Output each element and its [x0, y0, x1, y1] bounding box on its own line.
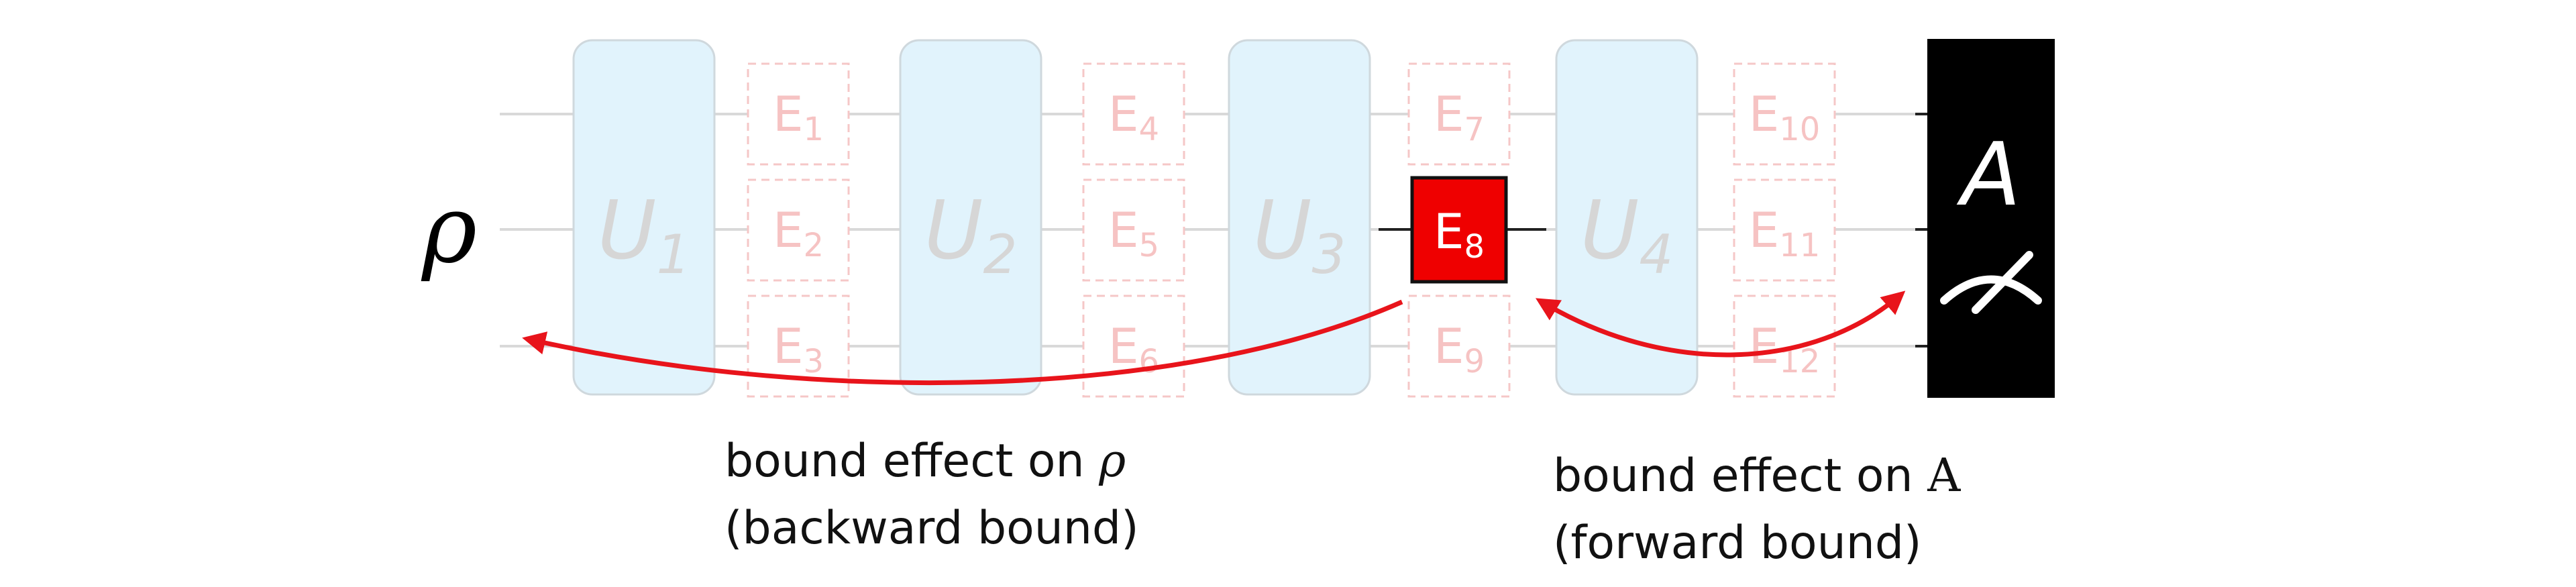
active-error-gate-label: E: [1434, 203, 1464, 260]
error-gate-1: E1: [747, 62, 850, 166]
svg-text:bound effect on ρ: bound effect on ρ: [724, 435, 1126, 488]
backward-caption-line2: (backward bound): [724, 502, 1139, 555]
svg-text:E12: E12: [1749, 318, 1821, 380]
error-gate-label: E: [1749, 318, 1780, 374]
svg-text:bound effect on A: bound effect on A: [1553, 449, 1961, 502]
error-gate-label: E: [1749, 86, 1780, 142]
error-gate-4: E4: [1082, 62, 1185, 166]
error-gate-label: E: [773, 86, 804, 142]
forward-caption-prefix: bound effect on: [1553, 449, 1927, 502]
error-gate-label: E: [1108, 318, 1139, 374]
meter-icon: [1940, 251, 2042, 314]
error-gate-label: E: [1108, 86, 1139, 142]
error-gate-9: E9: [1407, 295, 1511, 398]
forward-caption: bound effect on A (forward bound): [1553, 449, 1961, 570]
error-gate-label: E: [1749, 202, 1780, 258]
svg-text:E10: E10: [1749, 86, 1821, 148]
unitary-gate-sub: 4: [1639, 223, 1673, 286]
svg-text:U1: U1: [598, 184, 691, 286]
unitary-gate-sub: 1: [656, 223, 690, 286]
error-gate-10: E10: [1733, 62, 1836, 166]
active-error-gate-sub: 8: [1464, 228, 1485, 266]
error-gate-label: E: [1434, 318, 1464, 374]
svg-text:E1: E1: [773, 86, 824, 148]
error-gate-6: E6: [1082, 295, 1185, 398]
error-gate-sub: 3: [803, 343, 824, 380]
error-gate-7: E7: [1407, 62, 1511, 166]
svg-text:E6: E6: [1108, 318, 1159, 380]
forward-caption-symbol: A: [1927, 449, 1961, 502]
forward-bound-arrow: [1536, 290, 1906, 358]
svg-text:E2: E2: [773, 202, 824, 264]
unitary-gate-sub: 3: [1311, 223, 1346, 286]
svg-text:E11: E11: [1749, 202, 1821, 264]
error-gate-label: E: [1434, 86, 1464, 142]
backward-bound-arrow: [522, 299, 1403, 386]
error-gate-sub: 6: [1138, 343, 1159, 380]
error-gate-sub: 9: [1464, 343, 1485, 380]
svg-text:E3: E3: [773, 318, 824, 380]
measurement-block: A: [1927, 39, 2055, 398]
unitary-gate-label: U: [1253, 184, 1312, 278]
error-gate-sub: 11: [1779, 227, 1820, 264]
svg-text:E4: E4: [1108, 86, 1159, 148]
svg-text:E8: E8: [1434, 203, 1485, 266]
error-gate-sub: 5: [1138, 227, 1159, 264]
backward-caption-prefix: bound effect on: [724, 435, 1099, 488]
error-gate-2: E2: [747, 178, 850, 282]
unitary-gate-3: U3: [1228, 39, 1371, 396]
error-gate-sub: 4: [1138, 111, 1159, 148]
unitary-gate-label: U: [598, 184, 657, 278]
error-gate-sub: 1: [803, 111, 824, 148]
unitary-gate-label: U: [924, 184, 983, 278]
svg-text:E9: E9: [1434, 318, 1485, 380]
unitary-gate-sub: 2: [983, 223, 1017, 286]
unitary-gate-2: U2: [899, 39, 1042, 396]
backward-caption: bound effect on ρ (backward bound): [724, 435, 1139, 555]
error-gate-12: E12: [1733, 295, 1836, 398]
svg-text:U2: U2: [924, 184, 1018, 286]
error-gate-sub: 2: [803, 227, 824, 264]
error-gate-11: E11: [1733, 178, 1836, 282]
active-error-gate: E8: [1410, 176, 1508, 284]
error-gate-label: E: [773, 318, 804, 374]
input-state-label: ρ: [421, 175, 477, 284]
svg-text:U3: U3: [1253, 184, 1346, 286]
backward-caption-symbol: ρ: [1098, 435, 1126, 488]
unitary-gate-1: U1: [572, 39, 716, 396]
forward-caption-line2: (forward bound): [1553, 517, 1922, 570]
error-gate-5: E5: [1082, 178, 1185, 282]
svg-text:E7: E7: [1434, 86, 1485, 148]
svg-text:E5: E5: [1108, 202, 1159, 264]
svg-text:U4: U4: [1580, 184, 1674, 286]
error-gate-label: E: [1108, 202, 1139, 258]
measurement-observable: A: [1957, 123, 2021, 225]
error-gate-sub: 10: [1779, 111, 1820, 148]
unitary-gate-label: U: [1580, 184, 1640, 278]
error-gate-label: E: [773, 202, 804, 258]
error-gate-sub: 7: [1464, 111, 1485, 148]
